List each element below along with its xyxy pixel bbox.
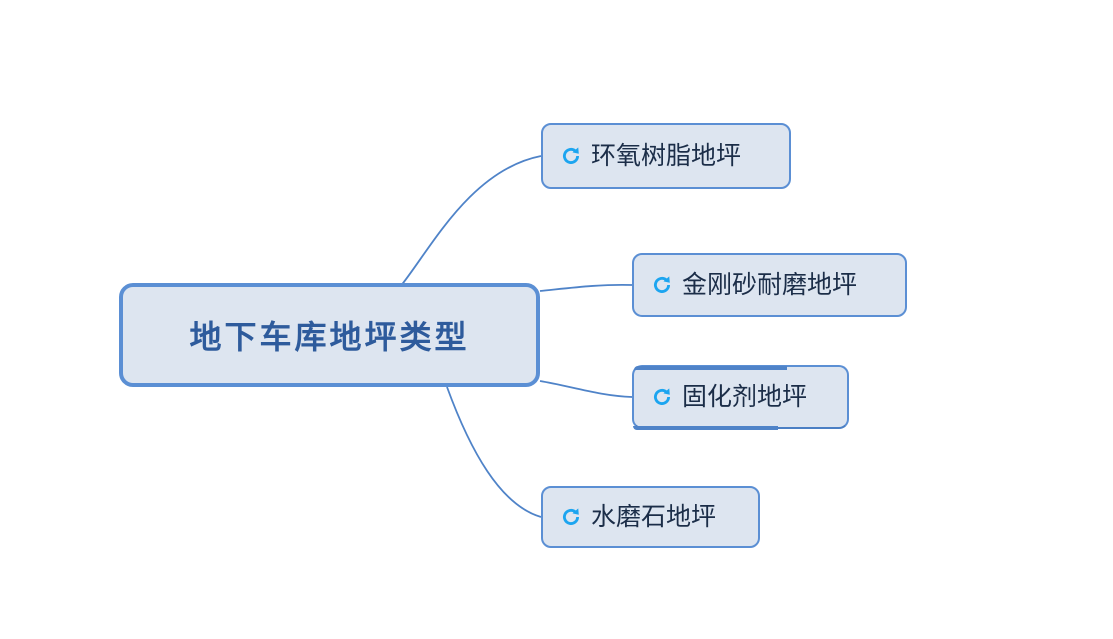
child-node-label: 固化剂地坪: [682, 382, 808, 411]
connector-root-to-node-3: [446, 386, 542, 518]
child-node-2[interactable]: 固化剂地坪: [632, 365, 849, 430]
connector-root-to-node-1: [539, 283, 633, 292]
child-node-label: 环氧树脂地坪: [591, 141, 742, 170]
refresh-icon: [653, 388, 671, 405]
root-node[interactable]: 地下车库地坪类型: [119, 283, 540, 387]
child-node-label: 水磨石地坪: [591, 502, 717, 531]
child-node-0[interactable]: 环氧树脂地坪: [541, 123, 791, 189]
connector-root-to-node-0: [399, 155, 542, 288]
root-node-label: 地下车库地坪类型: [189, 319, 470, 355]
refresh-icon: [653, 276, 671, 293]
child-node-3[interactable]: 水磨石地坪: [541, 486, 760, 548]
refresh-icon: [562, 147, 580, 164]
refresh-icon: [562, 508, 580, 525]
child-node-label: 金刚砂耐磨地坪: [682, 270, 858, 299]
child-node-1[interactable]: 金刚砂耐磨地坪: [632, 253, 907, 317]
connector-root-to-node-2: [539, 380, 633, 398]
